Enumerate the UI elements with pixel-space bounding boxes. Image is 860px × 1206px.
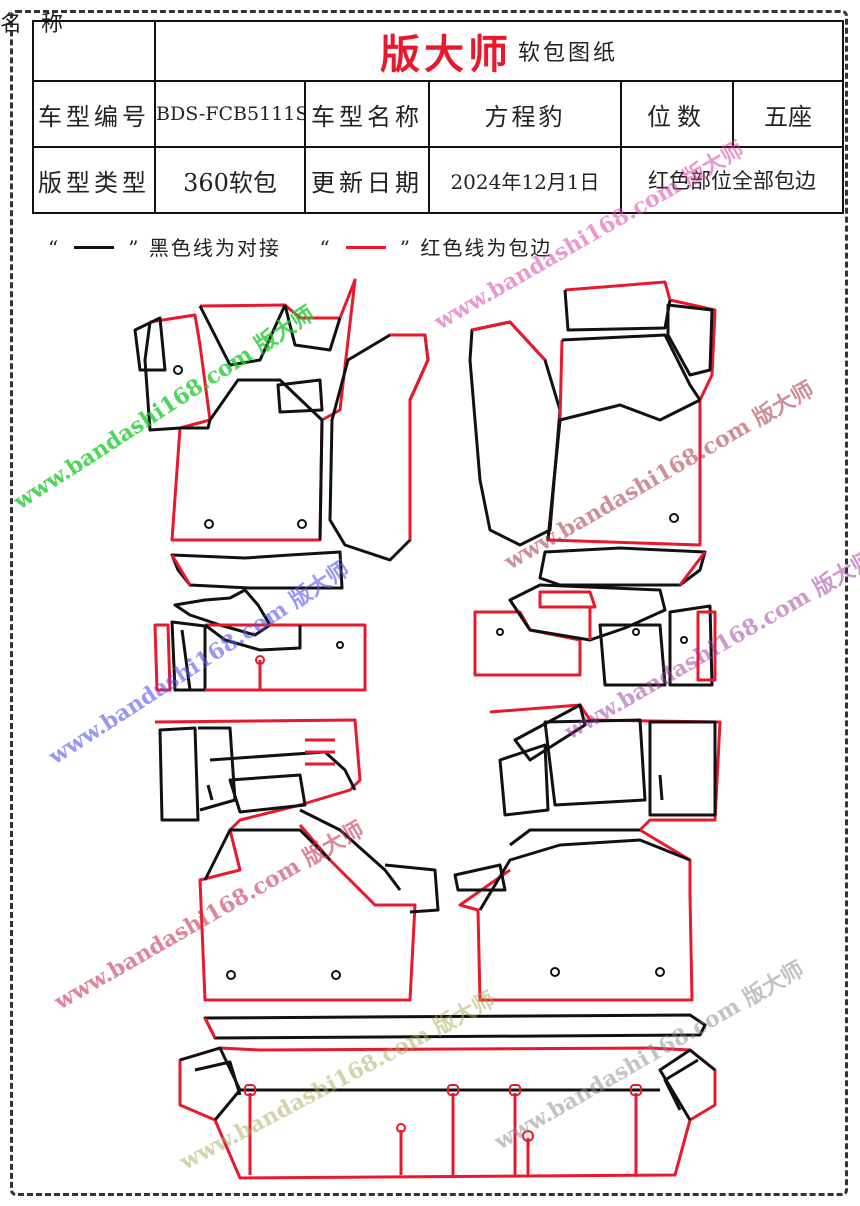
watermarks: www.bandashi168.com 版大师 www.bandashi168.… [8,136,860,1176]
front-right-sill-strip [538,546,707,587]
rear-right-floor-mat [453,703,722,1002]
watermark-3: www.bandashi168.com 版大师 [499,376,818,575]
type-value: 360软包 [154,146,306,214]
legend-close-quote-1: ” [128,236,141,260]
legend: “ ” 黑色线为对接 “ ” 红色线为包边 [48,232,552,261]
edge-note: 红色部位全部包边 [619,146,845,214]
title-cell: 版大师软包图纸 [153,20,845,82]
watermark-1: www.bandashi168.com 版大师 [8,301,319,516]
model-name-value: 方程豹 [428,80,622,148]
front-left-side-panel [328,333,430,562]
front-left-floor-mat [133,278,357,542]
seats-label: 位数 [620,80,734,148]
name-blank-cell [32,20,156,82]
brand-title: 版大师 [380,31,512,78]
front-right-side-panel [468,320,562,547]
subtitle: 软包图纸 [518,41,619,66]
watermark-6: www.bandashi168.com 版大师 [49,816,368,1015]
legend-open-quote-1: “ [48,236,61,260]
watermark-8: www.bandashi168.com 版大师 [175,987,500,1176]
seats-value: 五座 [731,80,845,148]
rear-left-floor-mat [154,718,440,1002]
update-value: 2024年12月1日 [428,146,622,214]
watermark-4: www.bandashi168.com 版大师 [43,556,354,771]
page-border [10,10,848,1196]
legend-open-quote-2: “ [319,236,332,260]
watermark-7: www.bandashi168.com 版大师 [489,956,808,1155]
middle-left-piece [153,588,367,692]
red-line-sample [345,246,386,249]
front-right-floor-mat [546,280,717,547]
rear-bottom-mat [178,1013,717,1180]
spec-table: 版大师软包图纸 车型编号 BDS-FCB5111S 车型名称 方程豹 位数 五座… [32,20,845,214]
watermark-5: www.bandashi168.com 版大师 [559,546,860,745]
black-line-sample [74,246,115,249]
model-name-label: 车型名称 [304,80,430,148]
legend-red-text: 红色线为包边 [420,236,553,260]
model-code-label: 车型编号 [32,80,156,148]
type-label: 版型类型 [32,146,156,214]
legend-close-quote-2: ” [399,236,413,260]
front-left-sill-strip [170,550,344,590]
model-code-value: BDS-FCB5111S [154,80,306,148]
update-label: 更新日期 [304,146,430,214]
legend-black-text: 黑色线为对接 [148,236,281,260]
middle-right-piece [473,583,717,687]
